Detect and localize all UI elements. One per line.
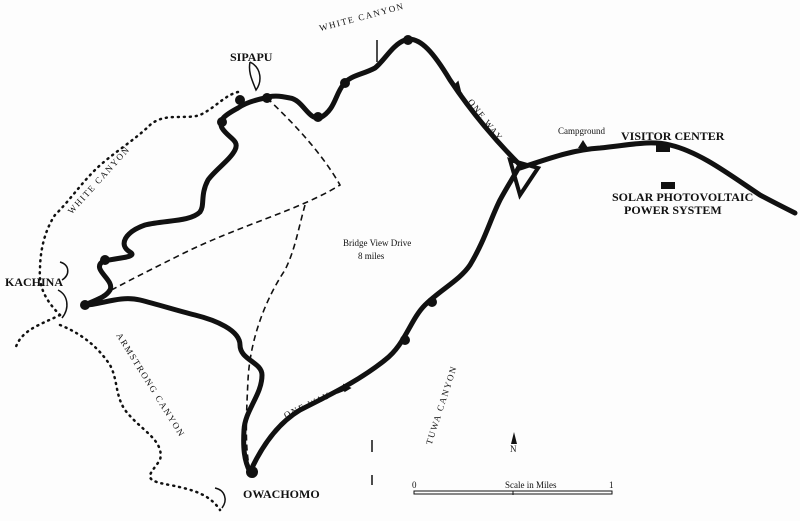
junction-triangle bbox=[507, 157, 542, 200]
scale-start: 0 bbox=[412, 480, 417, 490]
label-sipapu: SIPAPU bbox=[230, 50, 273, 64]
scale-end: 1 bbox=[609, 480, 614, 490]
north-arrow-icon bbox=[511, 432, 517, 444]
dashed-trail bbox=[84, 97, 342, 306]
one-way-arrow-icon bbox=[452, 80, 463, 95]
overlook-markers bbox=[80, 35, 437, 478]
sipapu-bridge-symbol bbox=[248, 61, 261, 92]
label-campground: Campground bbox=[558, 126, 605, 136]
label-solar: SOLAR PHOTOVOLTAIC bbox=[612, 190, 754, 204]
scale-bar bbox=[413, 490, 613, 495]
visitor-center-building bbox=[656, 145, 670, 152]
dotted-trail-white-canyon bbox=[38, 90, 240, 317]
label-solar-2: POWER SYSTEM bbox=[624, 203, 722, 217]
dashed-trail-2 bbox=[245, 204, 306, 471]
kachina-bridge-symbol bbox=[57, 261, 69, 319]
owachomo-bridge-symbol bbox=[214, 487, 226, 509]
solar-building bbox=[661, 182, 675, 189]
label-drive-name: Bridge View Drive bbox=[343, 238, 412, 248]
bridge-view-drive-road bbox=[82, 36, 523, 475]
scale-title: Scale in Miles bbox=[505, 480, 557, 490]
label-owachomo: OWACHOMO bbox=[243, 487, 320, 501]
label-visitor-center: VISITOR CENTER bbox=[621, 129, 725, 143]
dotted-trail-armstrong bbox=[13, 313, 222, 512]
one-way-arrow-icon-2 bbox=[336, 383, 352, 394]
label-kachina: KACHINA bbox=[5, 275, 64, 289]
label-drive-length: 8 miles bbox=[358, 251, 385, 261]
campground-icon bbox=[578, 140, 588, 148]
north-label: N bbox=[510, 444, 517, 454]
canyon-mark bbox=[371, 40, 378, 485]
